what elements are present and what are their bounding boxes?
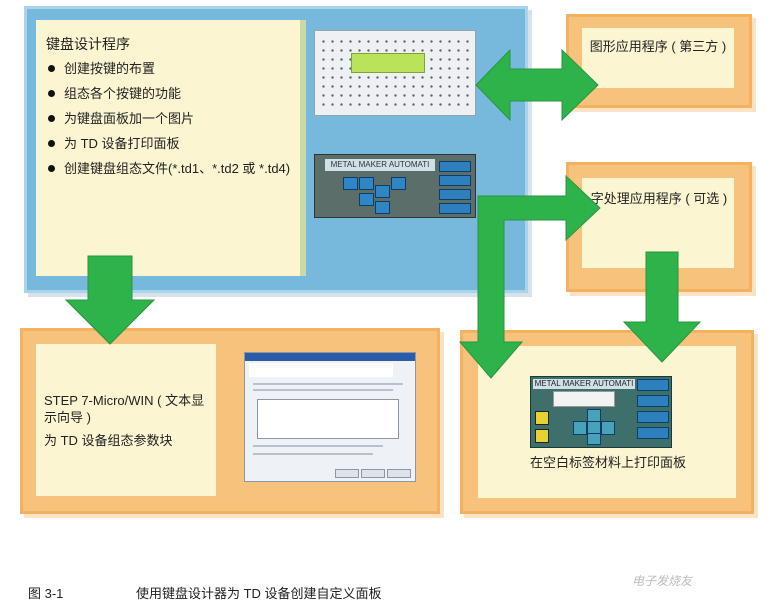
key [375,185,390,198]
td-panel-screen [553,391,615,407]
warning-icon [535,429,549,443]
down-arrow-icon [64,255,156,345]
side-key [439,161,471,172]
list-item: 创建按键的布置 [46,60,296,77]
step7-inner [36,344,216,496]
key [359,193,374,206]
keypad-designer-title: 键盘设计程序 [46,36,130,52]
td-side-button [637,379,669,391]
step7-label: STEP 7-Micro/WIN ( 文本显示向导 ) [44,393,205,425]
keypad-designer-list: 创建按键的布置 组态各个按键的功能 为键盘面板加一个图片 为 TD 设备打印面板… [46,60,296,185]
bullet-icon [48,140,55,147]
dialog-header [249,363,393,377]
dialog-line [253,383,403,385]
step7-text: STEP 7-Micro/WIN ( 文本显示向导 ) 为 TD 设备组态参数块 [44,392,214,449]
arrow-down-key [587,433,601,445]
dialog-button [335,469,359,478]
bullet-icon [48,90,55,97]
graphics-app-inner [582,28,734,88]
bullet-icon [48,165,55,172]
word-processor-label: 字处理应用程序 ( 可选 ) [590,191,728,206]
td-side-button [637,395,669,407]
graphics-app-label: 图形应用程序 ( 第三方 ) [589,39,727,54]
td-side-button [637,411,669,423]
list-item: 为 TD 设备打印面板 [46,135,296,152]
dialog-button [387,469,411,478]
figure-caption: 使用键盘设计器为 TD 设备创建自定义面板 [136,586,382,601]
warning-icon [535,411,549,425]
dialog-titlebar [245,353,415,361]
wizard-dialog-screenshot [244,352,416,482]
arrow-left-key [573,421,587,435]
figure-number: 图 3-1 [28,586,64,601]
bullet-icon [48,115,55,122]
key [375,201,390,214]
dialog-table [257,399,399,439]
side-key [439,175,471,186]
double-arrow-icon [475,48,599,122]
list-item: 创建键盘组态文件(*.td1、*.td2 或 *.td4) [46,160,296,177]
side-key [439,203,471,214]
bent-arrow-icon [458,174,601,379]
bullet-icon [48,65,55,72]
step7-sublabel: 为 TD 设备组态参数块 [44,433,173,448]
dialog-button [361,469,385,478]
list-item: 为键盘面板加一个图片 [46,110,296,127]
key [391,177,406,190]
lcd-preview [351,53,425,73]
td-panel-preview: METAL MAKER AUTOMATI [530,376,672,448]
keypad-designer-text-box: 键盘设计程序 创建按键的布置 组态各个按键的功能 为键盘面板加一个图片 为 TD… [36,20,306,276]
arrow-right-key [601,421,615,435]
td-panel-title: METAL MAKER AUTOMATI [533,379,635,389]
panel-title: METAL MAKER AUTOMATI [325,159,435,171]
key-grid [319,37,469,109]
dialog-line [253,453,373,455]
grid-layout-screenshot [314,30,476,116]
key [359,177,374,190]
side-key [439,189,471,200]
list-item: 组态各个按键的功能 [46,85,296,102]
down-arrow-icon [622,251,702,363]
panel-design-screenshot: METAL MAKER AUTOMATI [314,154,476,218]
td-side-button [637,427,669,439]
key [343,177,358,190]
dialog-line [253,389,393,391]
watermark: 电子发烧友 [632,574,693,588]
dialog-line [253,445,383,447]
print-panel-label: 在空白标签材料上打印面板 [529,455,686,470]
